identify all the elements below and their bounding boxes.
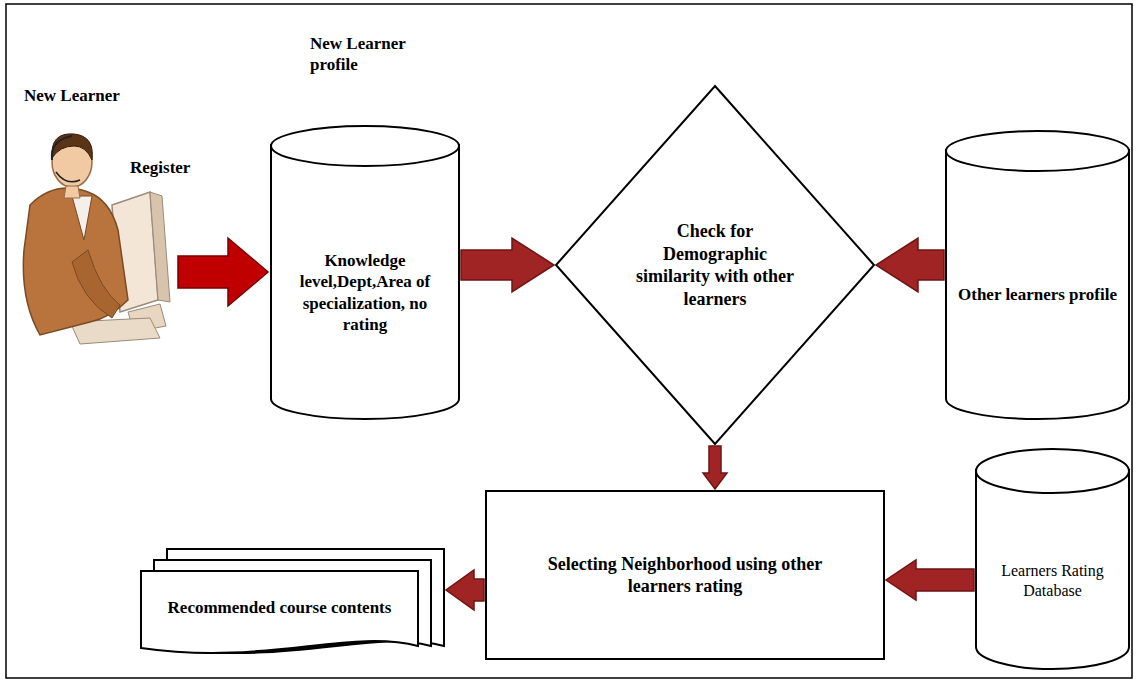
profile-cylinder-part [946, 131, 1129, 171]
decision-diamond: Check for Demographic similarity with ot… [555, 85, 875, 445]
node-text: Learners Rating Database [988, 561, 1118, 601]
figure-label: New Learner [24, 86, 120, 106]
decision-diamond-outline [555, 85, 875, 445]
profile-cylinder-outline [945, 130, 1130, 420]
database-cylinder-outline [975, 448, 1130, 670]
profile-cylinder: New Learner profileKnowledge level,Dept,… [270, 125, 460, 420]
document-stack-part [141, 571, 418, 653]
register-arrow [178, 238, 268, 306]
profile-cylinder-part [946, 150, 1129, 419]
block-arrow [886, 560, 974, 600]
process-box-part [486, 491, 884, 659]
frame-border [6, 4, 1132, 678]
node-text: Knowledge level,Dept,Area of specializat… [285, 250, 445, 335]
node-text: Recommended course contents [168, 597, 392, 618]
block-arrow [446, 570, 484, 610]
decision-diamond-part [556, 86, 874, 444]
profile-cylinder-part [271, 145, 459, 419]
process-box-outline [485, 490, 885, 660]
document-stack: Recommended course contents [140, 548, 445, 660]
database-cylinder-part [976, 470, 1129, 669]
profile-heading: New Learner profile [310, 33, 440, 76]
block-arrow [703, 446, 727, 489]
block-arrow [461, 238, 554, 292]
node-text: Check for Demographic similarity with ot… [625, 220, 805, 310]
block-arrow [876, 238, 944, 292]
database-cylinder: Learners Rating Database [975, 448, 1130, 670]
profile-cylinder-part [271, 126, 459, 166]
database-cylinder-part [976, 449, 1129, 493]
figure-label: Register [130, 158, 190, 178]
profile-cylinder: Other learners profile [945, 130, 1130, 420]
process-box: Selecting Neighborhood using other learn… [485, 490, 885, 660]
node-text: Selecting Neighborhood using other learn… [525, 553, 845, 598]
node-text: Other learners profile [958, 284, 1117, 305]
